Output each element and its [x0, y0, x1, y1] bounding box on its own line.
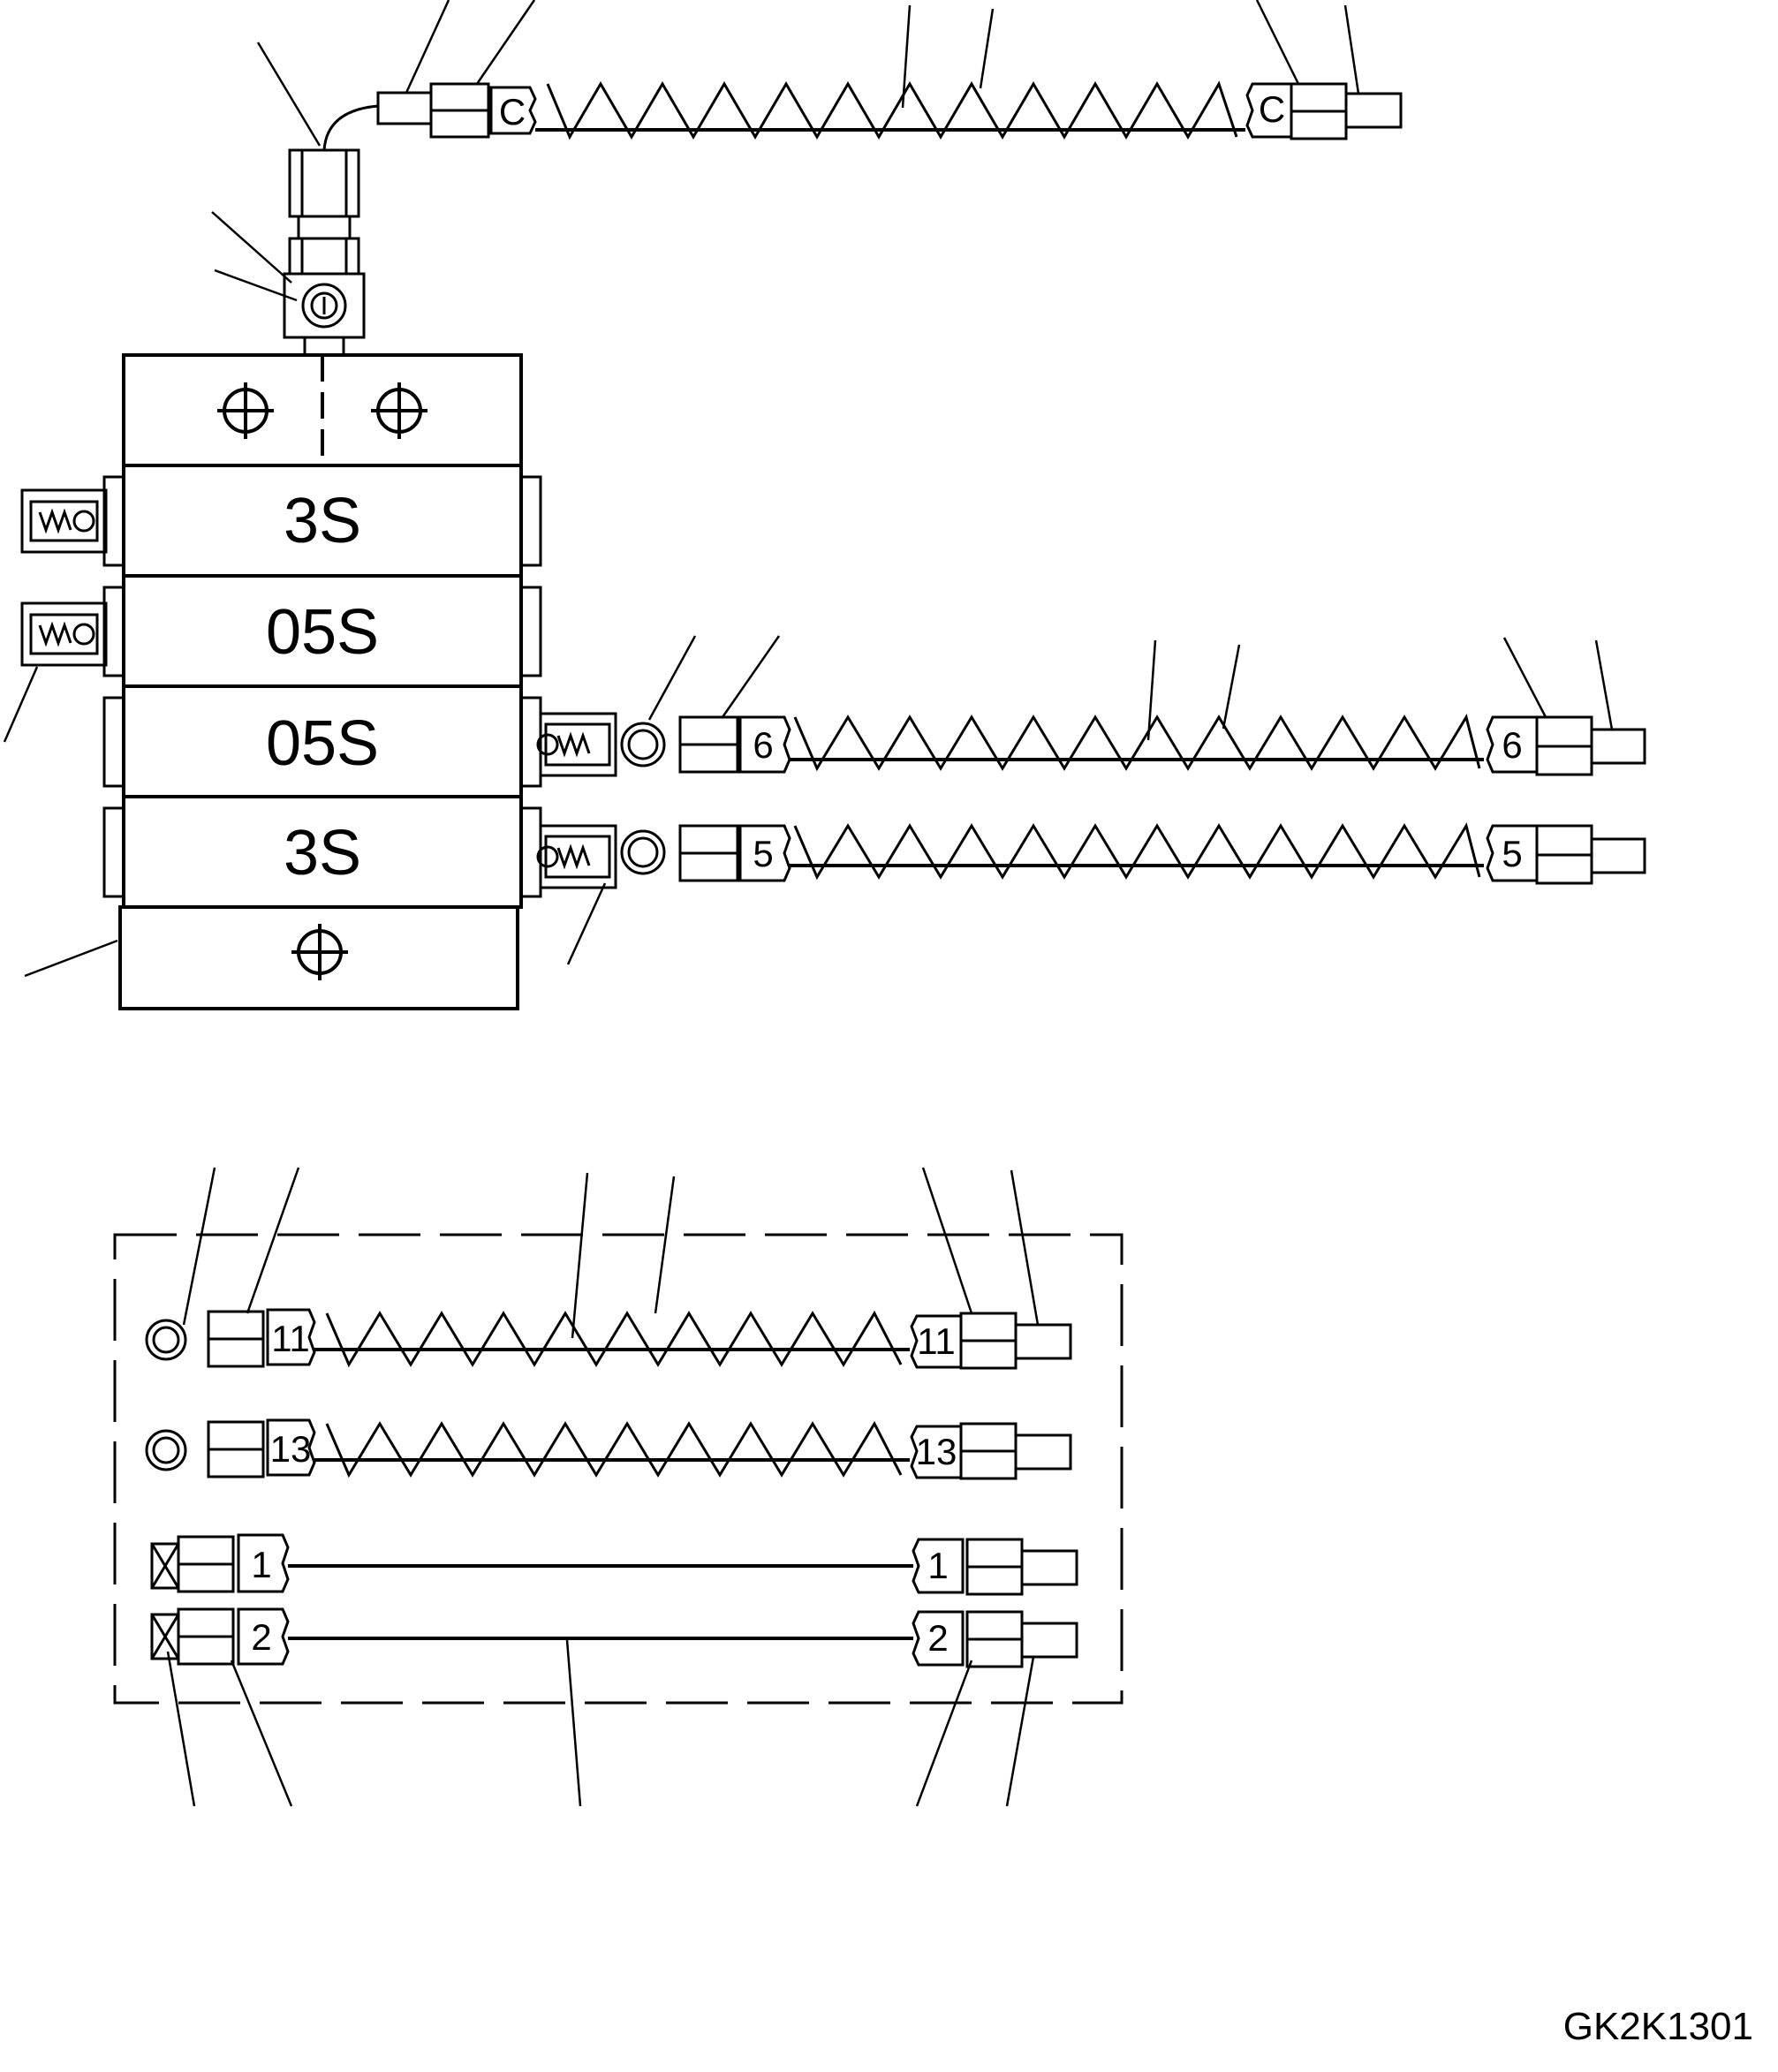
spring-guard: [793, 714, 1481, 772]
check-valve-icon: [536, 712, 617, 777]
block-label: 3S: [284, 818, 361, 889]
check-valve-icon: [20, 601, 108, 667]
hose-end-tag: 1: [927, 1545, 948, 1586]
diagram-code: GK2K1301: [1562, 2005, 1753, 2048]
hose-end-tag: 11: [917, 1320, 956, 1362]
hose-end-tag: 6: [1502, 724, 1522, 766]
hose-tag: 5: [753, 833, 773, 874]
mounting-hole-icon: [217, 382, 274, 439]
hose-assembly: 6 6: [620, 714, 1646, 776]
check-valve-icon: [20, 488, 108, 554]
hose-assembly: C C: [376, 80, 1403, 140]
hose-end-tag: 13: [916, 1431, 957, 1472]
hose-assembly: 11 11: [145, 1308, 1072, 1370]
hose-tag: C: [499, 91, 526, 132]
distributor-block: 3S: [122, 795, 523, 909]
hose-end-tag: C: [1259, 88, 1285, 130]
hose-assembly: 5 5: [620, 822, 1646, 885]
bottom-mounting-block: [118, 905, 519, 1010]
block-label: 05S: [266, 597, 379, 668]
top-elbow-fitting: [283, 104, 379, 380]
hose-tag: 2: [251, 1616, 271, 1658]
block-label: 3S: [284, 486, 361, 556]
hose-assembly: 13 13: [145, 1418, 1072, 1480]
hose-end-tag: 2: [927, 1617, 948, 1659]
distributor-block: 3S: [122, 464, 523, 578]
hose-tag: 1: [251, 1544, 271, 1585]
kit-boundary: [113, 1233, 1124, 1705]
spring-guard: [325, 1420, 903, 1478]
spring-guard: [793, 822, 1481, 881]
leader-lines: [3, 0, 1614, 1807]
block-label: 05S: [266, 708, 379, 779]
check-valve-icon: [536, 824, 617, 889]
hose-assembly: 1 1: [150, 1533, 1078, 1596]
hose-tag: 11: [271, 1318, 310, 1359]
mounting-hole-icon: [291, 924, 348, 980]
hose-assembly: 2 2: [150, 1607, 1078, 1668]
hose-end-tag: 5: [1502, 833, 1522, 874]
hose-tag: 6: [753, 724, 773, 766]
distributor-block: 05S: [122, 574, 523, 688]
spring-guard: [546, 80, 1238, 140]
spring-guard: [325, 1310, 903, 1368]
mounting-hole-icon: [371, 382, 427, 439]
distributor-block: 05S: [122, 684, 523, 798]
distributor-valve: 3S 05S 05S 3S: [20, 353, 617, 1010]
hose-tag: 13: [270, 1428, 312, 1470]
